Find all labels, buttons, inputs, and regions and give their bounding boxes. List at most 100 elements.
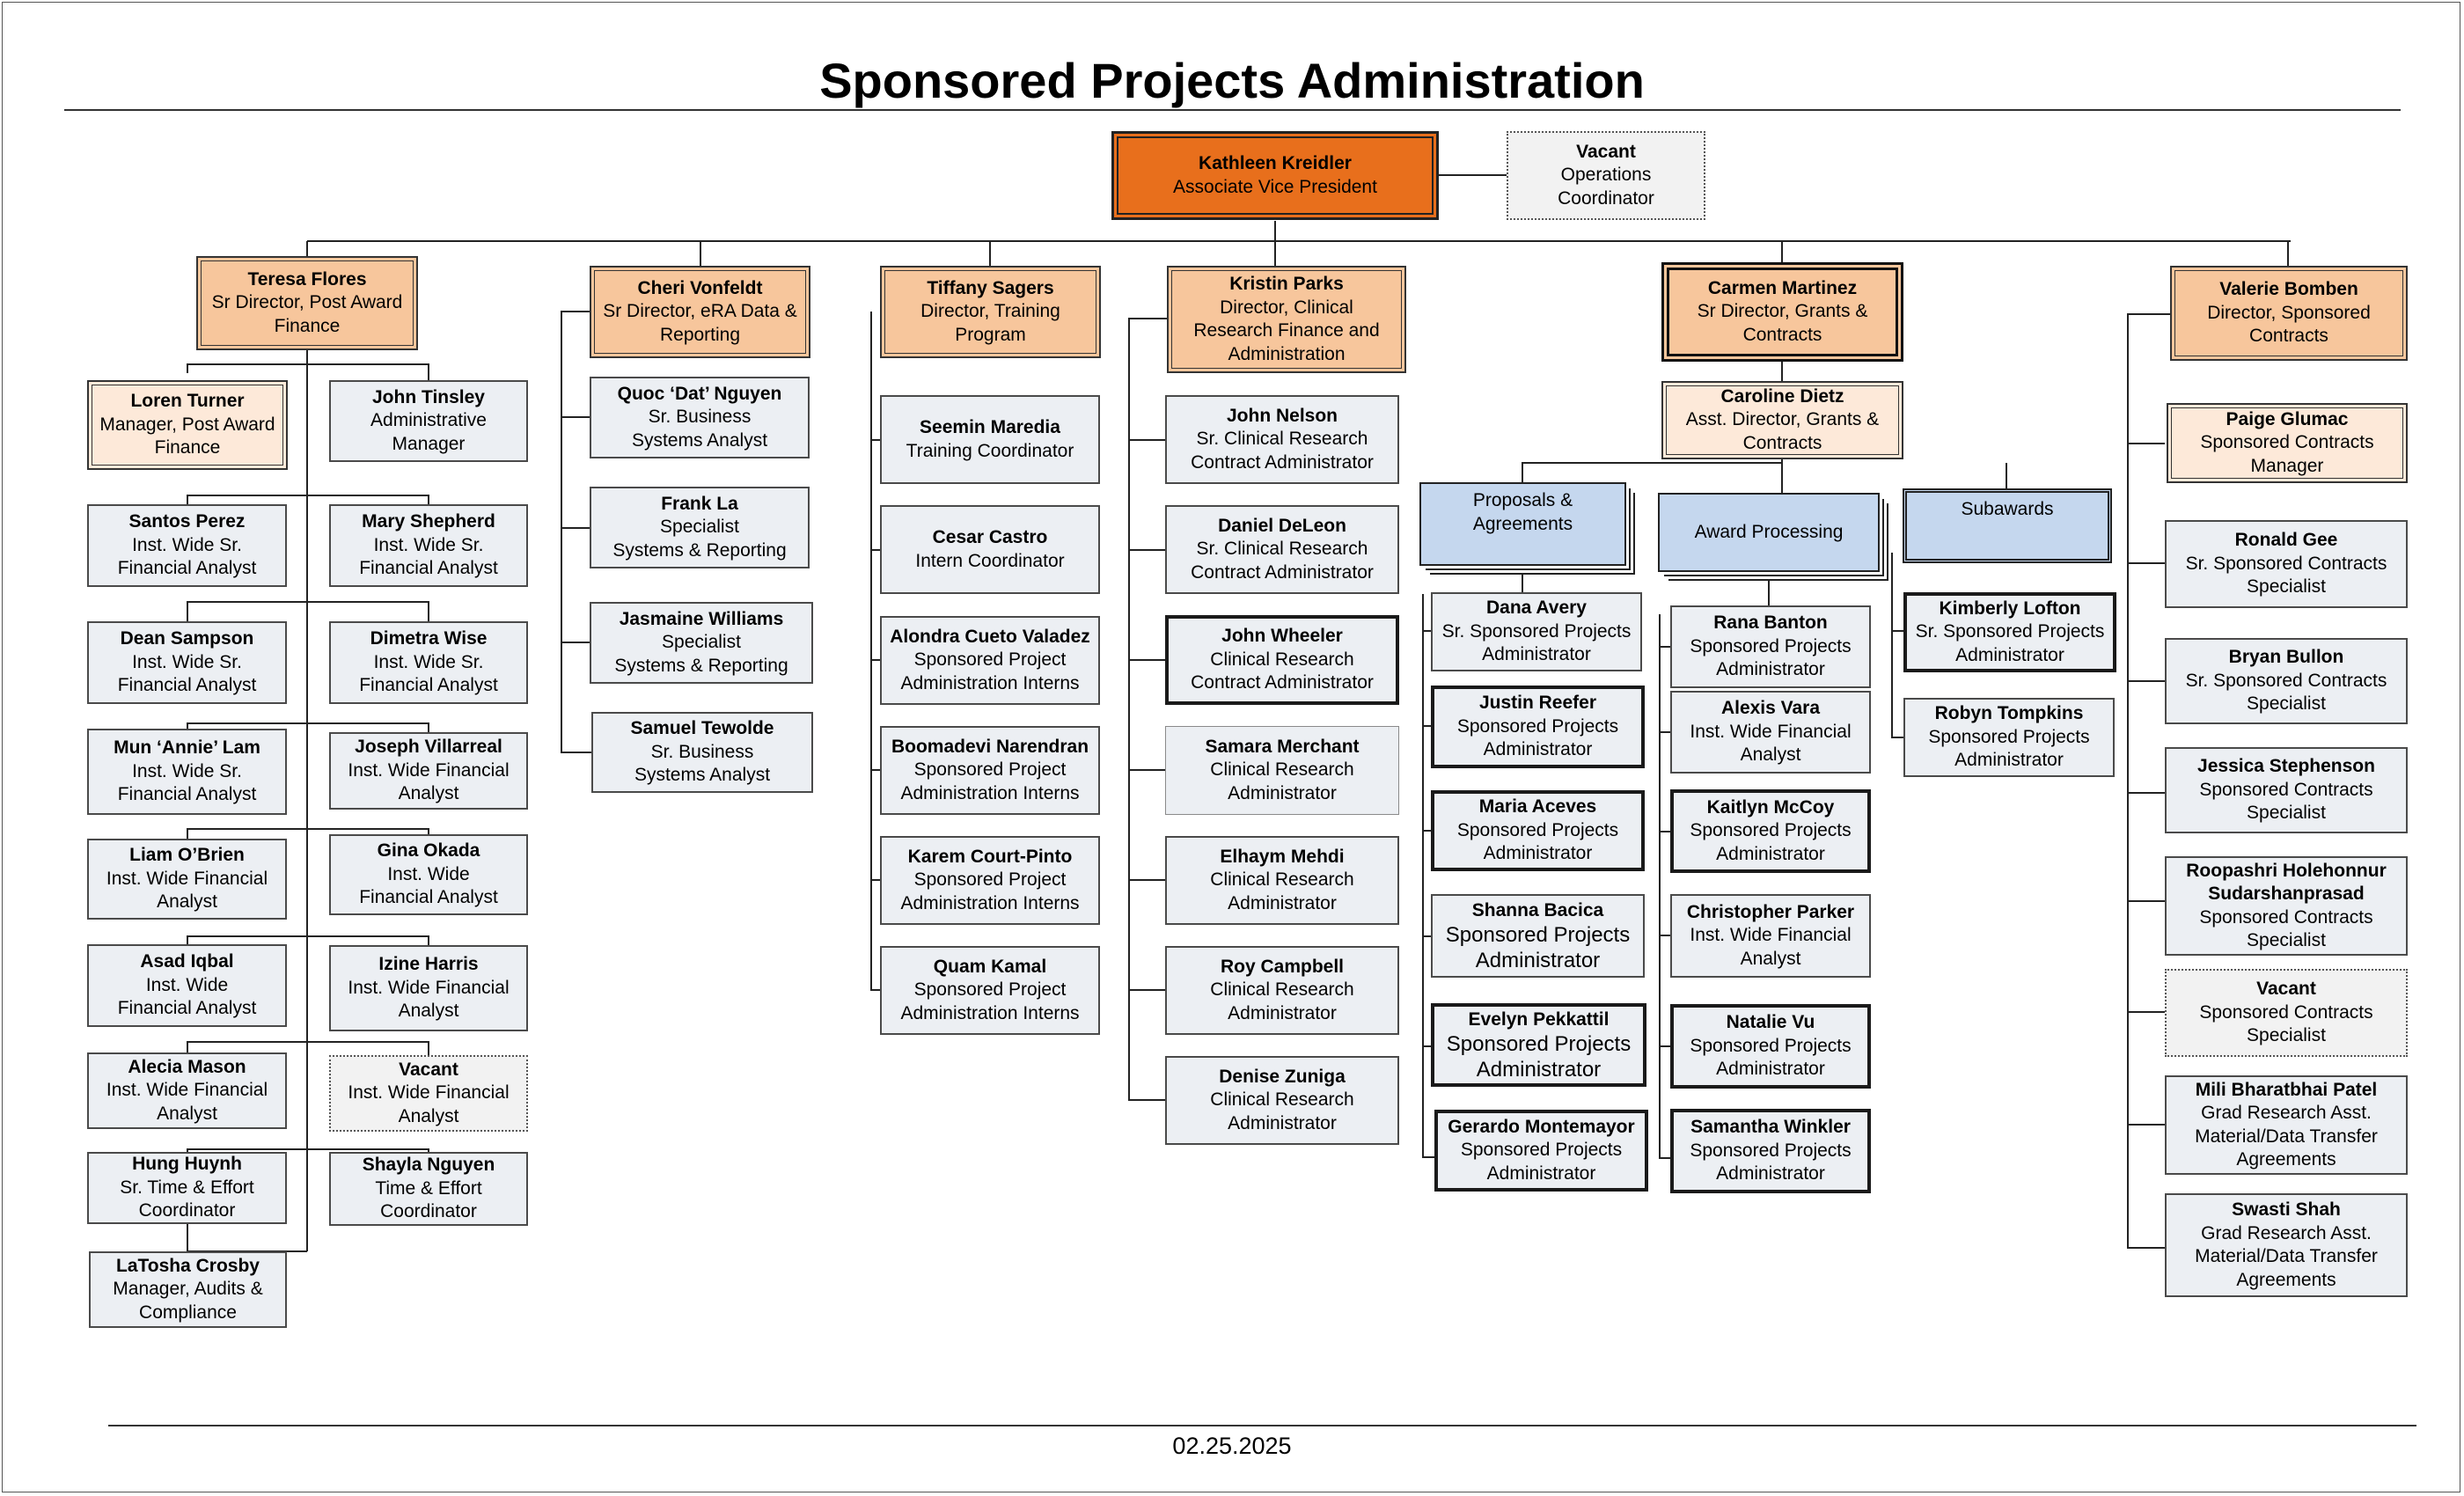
person-title: Inst. Wide Sr. Financial Analyst: [117, 534, 257, 579]
group-label: Subawards: [1961, 499, 2054, 519]
training-director-box: Tiffany Sagers Director, Training Progra…: [880, 266, 1101, 358]
subawards-group: Subawards: [1903, 488, 2112, 563]
page-title: Sponsored Projects Administration: [819, 53, 1645, 108]
person-title: Sr Director, Post Award Finance: [211, 292, 403, 336]
person-name: Dana Avery: [1485, 598, 1587, 619]
person-name: Seemin Maredia: [920, 417, 1060, 437]
grants-assistant-director-box: Caroline Dietz Asst. Director, Grants & …: [1661, 381, 1903, 459]
contracts-manager-box: Paige Glumac Sponsored Contracts Manager: [2167, 403, 2408, 483]
footer-date: 02.25.2025: [1172, 1433, 1292, 1459]
person-title: Sr. Sponsored Projects Administrator: [1915, 621, 2105, 665]
proposals-agreements-group: Proposals & Agreements: [1419, 482, 1626, 566]
person-title: Sr Director, Grants & Contracts: [1697, 301, 1868, 345]
person-name: Swasti Shah: [2232, 1199, 2341, 1220]
person-title: Sr Director, eRA Data & Reporting: [603, 301, 797, 345]
person-name: Roy Campbell: [1220, 956, 1345, 977]
person-title: Inst. Wide Financial Analyst: [359, 863, 498, 908]
person-name: Caroline Dietz: [1720, 385, 1844, 407]
person-name: Rana Banton: [1713, 612, 1828, 634]
person-name: Dean Sampson: [120, 628, 254, 649]
person-title: Inst. Wide Sr. Financial Analyst: [117, 760, 257, 805]
person-name: Alexis Vara: [1720, 698, 1821, 719]
person-title: Sr. Sponsored Contracts Specialist: [2185, 670, 2387, 715]
person-title: Sponsored Project Administration Interns: [900, 869, 1080, 913]
person-title: Sponsored Project Administration Interns: [900, 649, 1080, 693]
person-name: Joseph Villarreal: [355, 737, 502, 758]
person-title: Sponsored Contracts Specialist: [2199, 1001, 2373, 1046]
person-title: Clinical Research Administrator: [1210, 979, 1354, 1023]
person-title: Intern Coordinator: [915, 550, 1065, 571]
person-title: Manager, Audits & Compliance: [113, 1279, 263, 1323]
person-name: Liam O’Brien: [129, 845, 245, 866]
person-name: LaTosha Crosby: [116, 1255, 260, 1276]
person-name: Kaitlyn McCoy: [1706, 796, 1835, 818]
person-title: Sponsored Contracts Specialist: [2199, 779, 2373, 824]
person-title: Sr. Business Systems Analyst: [631, 407, 768, 451]
person-title: Sponsored Project Administration Interns: [900, 759, 1080, 803]
person-name: Elhaym Mehdi: [1220, 846, 1345, 867]
person-name: Samara Merchant: [1205, 736, 1360, 757]
grants-director-box: Carmen Martinez Sr Director, Grants & Co…: [1661, 262, 1903, 362]
person-title: Operations Coordinator: [1558, 165, 1654, 209]
person-title: Sr. Business Systems Analyst: [634, 741, 771, 786]
person-name: Santos Perez: [128, 511, 246, 532]
person-title: Inst. Wide Financial Analyst: [348, 1082, 510, 1126]
person-title: Sponsored Projects Administrator: [1456, 715, 1619, 760]
person-title: Administrative Manager: [370, 410, 487, 454]
person-name: Cheri Vonfeldt: [637, 277, 763, 298]
person-title: Sponsored Projects Administrator: [1690, 1140, 1852, 1184]
person-title: Sr. Sponsored Projects Administrator: [1441, 620, 1632, 665]
person-name: Kristin Parks: [1229, 274, 1344, 294]
person-title: Training Coordinator: [906, 440, 1074, 461]
person-title: Clinical Research Contract Administrator: [1191, 649, 1374, 693]
person-title: Time & Effort Coordinator: [375, 1177, 482, 1222]
person-name: Asad Iqbal: [140, 951, 234, 972]
person-name: Vacant: [399, 1059, 458, 1080]
person-name: Alecia Mason: [128, 1056, 246, 1077]
person-title: Sponsored Projects Administrator: [1446, 1031, 1632, 1082]
person-name: John Nelson: [1226, 405, 1338, 426]
person-name: Samuel Tewolde: [630, 718, 774, 739]
person-title: Inst. Wide Financial Analyst: [1690, 721, 1852, 766]
post-award-admin-box: John Tinsley Administrative Manager: [329, 380, 528, 462]
person-name: Christopher Parker: [1686, 901, 1855, 922]
person-title: Specialist Systems & Reporting: [612, 517, 787, 561]
person-name: Quoc ‘Dat’ Nguyen: [617, 383, 782, 404]
person-name: Carmen Martinez: [1707, 277, 1858, 298]
executive-box: Kathleen Kreidler Associate Vice Preside…: [1111, 131, 1439, 220]
group-label: Proposals & Agreements: [1472, 490, 1573, 534]
person-name: Bryan Bullon: [2228, 647, 2344, 668]
person-title: Sponsored Project Administration Interns: [900, 979, 1080, 1023]
person-name: Teresa Flores: [247, 268, 367, 290]
person-title: Sr. Clinical Research Contract Administr…: [1191, 429, 1374, 473]
group-label: Award Processing: [1694, 521, 1844, 542]
person-title: Director, Clinical Research Finance and …: [1193, 297, 1380, 364]
